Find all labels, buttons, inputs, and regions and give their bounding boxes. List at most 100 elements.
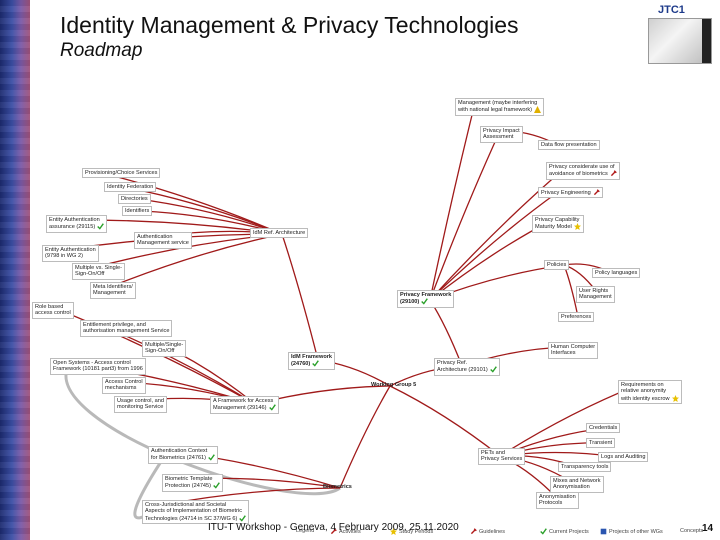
mindmap-node[interactable]: Entitlement privilege, and authorisation…	[80, 320, 173, 337]
check-icon	[239, 515, 247, 522]
footer-text: ITU-T Workshop - Geneva, 4 February 2009…	[208, 522, 459, 533]
mindmap-node[interactable]: Preferences	[558, 312, 595, 323]
mindmap-edge	[109, 233, 283, 288]
mindmap-edge	[339, 385, 391, 489]
mindmap-edge	[281, 233, 319, 361]
legend-item: Activities	[330, 528, 361, 535]
page-title: Identity Management & Privacy Technologi…	[60, 12, 519, 38]
mindmap-node[interactable]: Biometric Template Protection (24745)	[162, 474, 224, 492]
mindmap-node[interactable]: IdM Framework (24760)	[288, 352, 336, 370]
mindmap-node[interactable]: Policy languages	[592, 268, 641, 279]
mindmap-node-label: Entitlement privilege, and authorisation…	[83, 322, 170, 335]
mindmap-node[interactable]: Transient	[586, 438, 616, 449]
jtc1-logo: JTC1	[652, 2, 710, 20]
mindmap-node-label: A Framework for Access Management (29146…	[213, 398, 274, 412]
legend-item: Legend	[296, 528, 314, 534]
mindmap-node[interactable]: User Rights Management	[576, 286, 615, 303]
mindmap-node-label: Provisioning/Choice Services	[85, 170, 158, 176]
mindmap-node[interactable]: Policies	[544, 260, 570, 271]
mindmap-edge	[429, 130, 501, 301]
mindmap-edge	[429, 299, 463, 367]
legend-item: Guidelines	[470, 528, 505, 535]
mindmap-node[interactable]: IdM Ref. Architecture	[250, 228, 309, 239]
star-icon	[573, 223, 581, 231]
legend-label: Current Projects	[549, 528, 589, 535]
mindmap-node-label: Privacy Ref. Architecture (29101)	[437, 360, 488, 374]
check-icon	[208, 454, 215, 462]
mindmap-node-label: Mixes and Network Anonymisation	[553, 478, 601, 491]
mindmap-node[interactable]: A Framework for Access Management (29146…	[210, 396, 279, 414]
mindmap-node-label: PETs and Privacy Services	[481, 450, 523, 463]
legend-label: Activities	[339, 528, 361, 535]
mindmap-node-label: Privacy Framework (29100)	[400, 292, 452, 306]
mindmap-node[interactable]: Management (maybe interfering with natio…	[455, 98, 544, 116]
mindmap-node-label: IdM Ref. Architecture	[253, 230, 306, 236]
mindmap-node[interactable]: Privacy Ref. Architecture (29101)	[434, 358, 500, 376]
mindmap-node[interactable]: Access Control mechanisms	[102, 377, 146, 394]
mindmap-edge	[389, 385, 501, 457]
pin-icon	[610, 170, 617, 177]
mindmap-node[interactable]: Credentials	[586, 423, 621, 434]
legend-item: Concepts	[680, 528, 703, 534]
mindmap-node[interactable]: Usage control, and monitoring Service	[114, 396, 167, 413]
mindmap-node-label: User Rights Management	[579, 288, 612, 301]
mindmap-node-label: Entity Authentication (9798 in WG 2)	[45, 247, 96, 260]
mindmap-node-label: Open Systems - Access control Framework …	[53, 360, 143, 373]
mindmap-node[interactable]: Mixes and Network Anonymisation	[550, 476, 604, 493]
mindmap-node[interactable]: Privacy Engineering	[538, 187, 603, 199]
mindmap-node-label: Policy languages	[595, 270, 638, 276]
mindmap-node[interactable]: Human Computer Interfaces	[548, 342, 599, 359]
mindmap-node-label: Biometrics	[323, 484, 352, 490]
mindmap-node[interactable]: Privacy Impact Assessment	[480, 126, 523, 143]
mindmap-edge	[429, 166, 567, 301]
mindmap-node-label: IdM Framework (24760)	[291, 354, 333, 368]
mindmap-node[interactable]: Data flow presentation	[538, 140, 600, 151]
left-decorative-bar	[0, 0, 30, 540]
mindmap-node[interactable]: Cross-Jurisdictional and Societal Aspect…	[142, 500, 250, 525]
mindmap-node-label: Requirements on relative anonymity with …	[621, 382, 670, 402]
mindmap-node-label: Authentication Context for Biometrics (2…	[151, 448, 208, 462]
star-icon	[390, 528, 397, 535]
mindmap-node[interactable]: Multiple/Single- Sign-On/Off	[142, 340, 187, 357]
legend-label: Projects of other WGs	[609, 528, 663, 535]
mindmap-node[interactable]: Logs and Auditing	[598, 452, 649, 463]
mindmap-node[interactable]: Anonymisation Protocols	[536, 492, 579, 509]
mindmap-node[interactable]: Privacy Framework (29100)	[397, 290, 455, 308]
mindmap-node[interactable]: Multiple vs. Single- Sign-On/Off	[72, 263, 125, 280]
pin-icon	[593, 189, 600, 196]
mindmap-node[interactable]: Privacy considerate use of avoidance of …	[546, 162, 620, 180]
mindmap-edge	[429, 191, 559, 301]
pin-icon	[330, 528, 337, 535]
mindmap-node[interactable]: Open Systems - Access control Framework …	[50, 358, 146, 375]
mindmap-node-label: Credentials	[589, 425, 618, 431]
mindmap-node[interactable]: Directories	[118, 194, 151, 205]
mindmap-node[interactable]: Transparency tools	[558, 462, 612, 473]
mindmap-node[interactable]: Biometrics	[320, 482, 355, 492]
mindmap-node[interactable]: Working Group 5	[368, 380, 419, 390]
mindmap-node[interactable]: Authentication Context for Biometrics (2…	[148, 446, 219, 464]
mindmap-node[interactable]: Provisioning/Choice Services	[82, 168, 161, 179]
legend-label: Guidelines	[479, 528, 505, 535]
pin-icon	[470, 528, 477, 535]
mindmap-node-label: Access Control mechanisms	[105, 379, 143, 392]
check-icon	[421, 298, 429, 306]
mindmap-node-label: Entity Authentication assurance (29115)	[49, 217, 100, 231]
mindmap-node[interactable]: Authentication Management service	[134, 232, 192, 249]
mindmap-node[interactable]: Requirements on relative anonymity with …	[618, 380, 682, 405]
mindmap-node[interactable]: Privacy Capability Maturity Model	[532, 215, 584, 233]
mindmap-node-label: Transient	[589, 440, 613, 446]
mindmap-node[interactable]: Identifiers	[122, 206, 153, 217]
mindmap-node-label: Management (maybe interfering with natio…	[458, 100, 538, 114]
page-subtitle: Roadmap	[60, 40, 143, 61]
mindmap-node[interactable]: Role based access control	[32, 302, 74, 319]
mindmap-node[interactable]: Meta Identifiers/ Management	[90, 282, 136, 299]
mindmap-node-label: Anonymisation Protocols	[539, 494, 576, 507]
mindmap-edges	[51, 102, 639, 520]
mindmap-edge	[429, 102, 476, 301]
mindmap-node-label: Identity Federation	[107, 184, 154, 190]
mindmap-node[interactable]: Entity Authentication (9798 in WG 2)	[42, 245, 99, 262]
square-icon	[600, 528, 607, 535]
mindmap-node[interactable]: Identity Federation	[104, 182, 157, 193]
mindmap-node[interactable]: PETs and Privacy Services	[478, 448, 526, 465]
mindmap-node[interactable]: Entity Authentication assurance (29115)	[46, 215, 108, 233]
